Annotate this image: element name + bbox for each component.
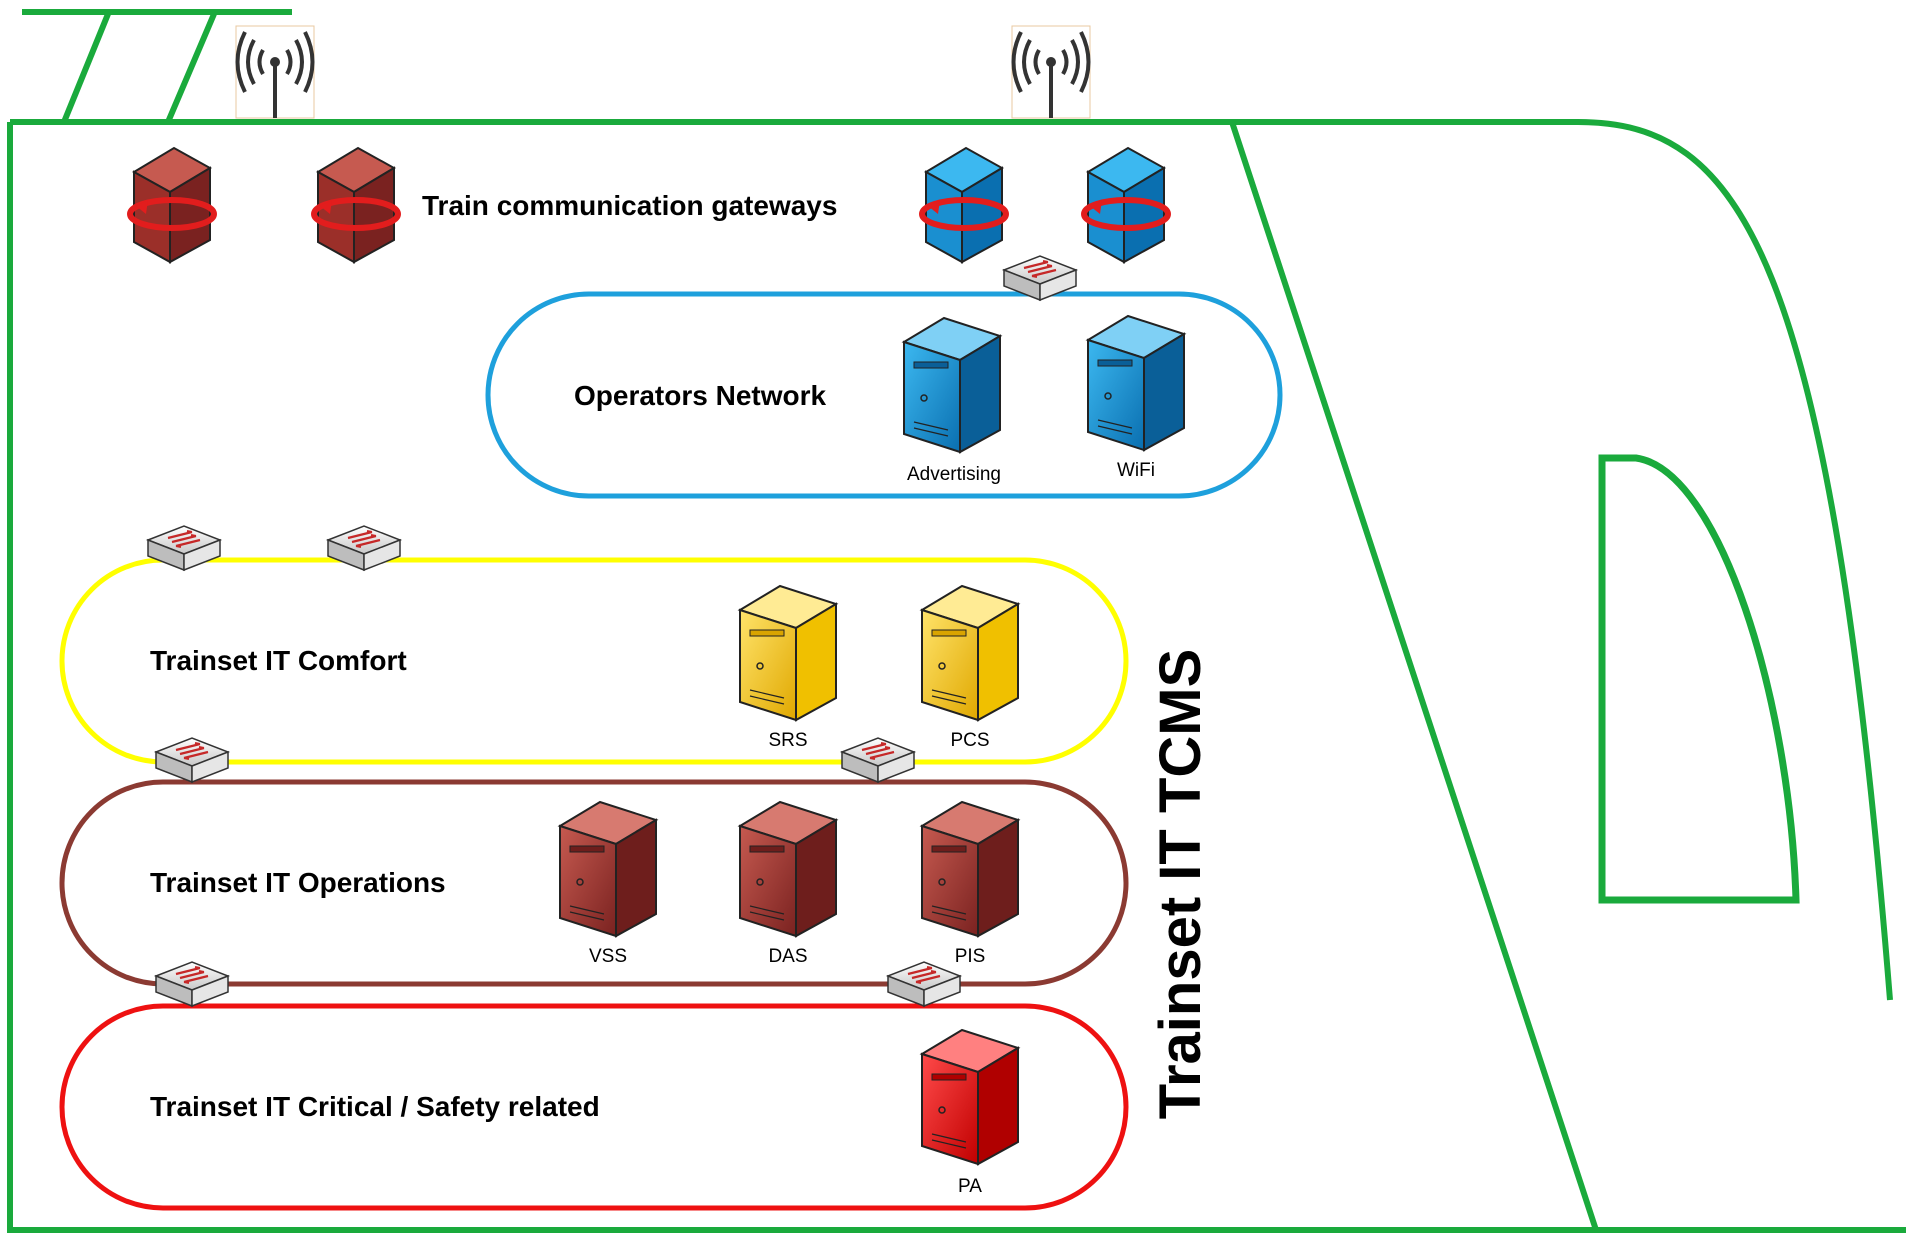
- operations-network-label: Trainset IT Operations: [150, 867, 446, 898]
- operations-network-loop: [59, 779, 1129, 987]
- network-switch-icon: [154, 960, 230, 1008]
- antenna-icon: [1011, 25, 1091, 119]
- gateway-server-icon: [311, 146, 401, 264]
- gateway-server-icon: [127, 146, 217, 264]
- server-tower-icon: [919, 584, 1021, 722]
- comfort-network-loop: [59, 557, 1129, 765]
- server-tower-icon: [919, 1028, 1021, 1166]
- network-switch-icon: [154, 736, 230, 784]
- gateway-server-icon: [919, 146, 1009, 264]
- comfort-network-label: Trainset IT Comfort: [150, 645, 407, 676]
- server-label-srs: SRS: [768, 730, 807, 751]
- critical-network-label: Trainset IT Critical / Safety related: [150, 1091, 600, 1122]
- tcms-vertical-title: Trainset IT TCMS: [1148, 649, 1213, 1120]
- antenna-icon: [235, 25, 315, 119]
- server-label-vss: VSS: [589, 946, 627, 967]
- network-switch-icon: [886, 960, 962, 1008]
- critical-network-loop: [59, 1003, 1129, 1211]
- server-label-wifi: WiFi: [1117, 460, 1155, 481]
- server-label-pa: PA: [958, 1176, 982, 1197]
- operators-network-label: Operators Network: [574, 380, 826, 411]
- server-label-advertising: Advertising: [907, 464, 1001, 485]
- server-tower-icon: [557, 800, 659, 938]
- server-tower-icon: [919, 800, 1021, 938]
- gateways-label: Train communication gateways: [422, 190, 837, 221]
- server-tower-icon: [737, 584, 839, 722]
- network-switch-icon: [840, 736, 916, 784]
- server-label-pcs: PCS: [950, 730, 989, 751]
- server-label-pis: PIS: [955, 946, 986, 967]
- server-tower-icon: [901, 316, 1003, 454]
- network-switch-icon: [146, 524, 222, 572]
- network-switch-icon: [326, 524, 402, 572]
- train-outline: [7, 9, 1906, 1233]
- server-tower-icon: [737, 800, 839, 938]
- server-tower-icon: [1085, 314, 1187, 452]
- server-label-das: DAS: [768, 946, 807, 967]
- gateway-server-icon: [1081, 146, 1171, 264]
- operators-network-loop: [485, 291, 1283, 499]
